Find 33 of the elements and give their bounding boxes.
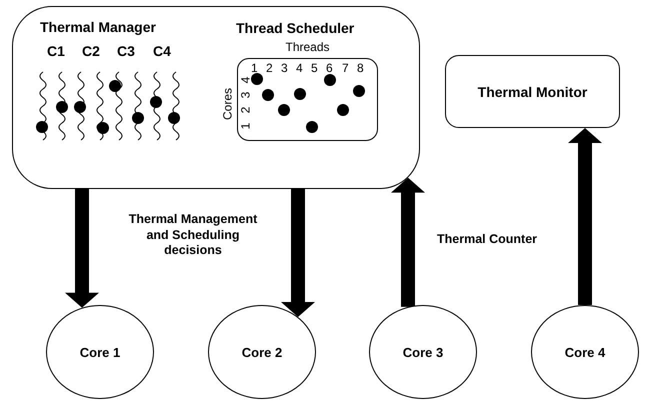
node-label: Core 4 [564, 344, 606, 360]
axis-label: 1 [238, 122, 254, 130]
node-label: Core 2 [242, 344, 282, 360]
block-arrow [568, 128, 602, 305]
text-label: Thermal Counter [437, 232, 538, 248]
text-label: C3 [117, 43, 135, 60]
axis-label: Cores [220, 88, 236, 120]
block-arrow [281, 189, 315, 317]
node-label: Thermal Monitor [478, 84, 588, 100]
text-label: Thermal Management and Scheduling decisions [128, 212, 258, 259]
rounded-box [12, 6, 420, 189]
text-label: 5 [311, 61, 318, 76]
text-label: C4 [153, 43, 171, 60]
text-label: Thermal Manager [40, 19, 156, 36]
text-label: 6 [326, 61, 333, 76]
node-label: Core 1 [80, 344, 120, 360]
text-label: C1 [47, 43, 65, 60]
text-label: 4 [296, 61, 303, 76]
text-label: 1 [251, 61, 258, 76]
rounded-box [445, 55, 620, 128]
text-label: 2 [266, 61, 273, 76]
text-label: 8 [357, 61, 364, 76]
block-arrow [65, 189, 99, 308]
axis-label: 4 [238, 76, 254, 84]
text-label: 7 [342, 61, 349, 76]
text-label: C2 [82, 43, 100, 60]
node-label: Core 3 [402, 344, 444, 360]
text-label: Thread Scheduler [236, 20, 354, 38]
grid-heading: Threads [284, 40, 331, 54]
text-label: 3 [281, 61, 288, 76]
axis-label: 3 [238, 92, 254, 98]
block-arrow [391, 178, 425, 307]
axis-label: 2 [238, 106, 254, 114]
